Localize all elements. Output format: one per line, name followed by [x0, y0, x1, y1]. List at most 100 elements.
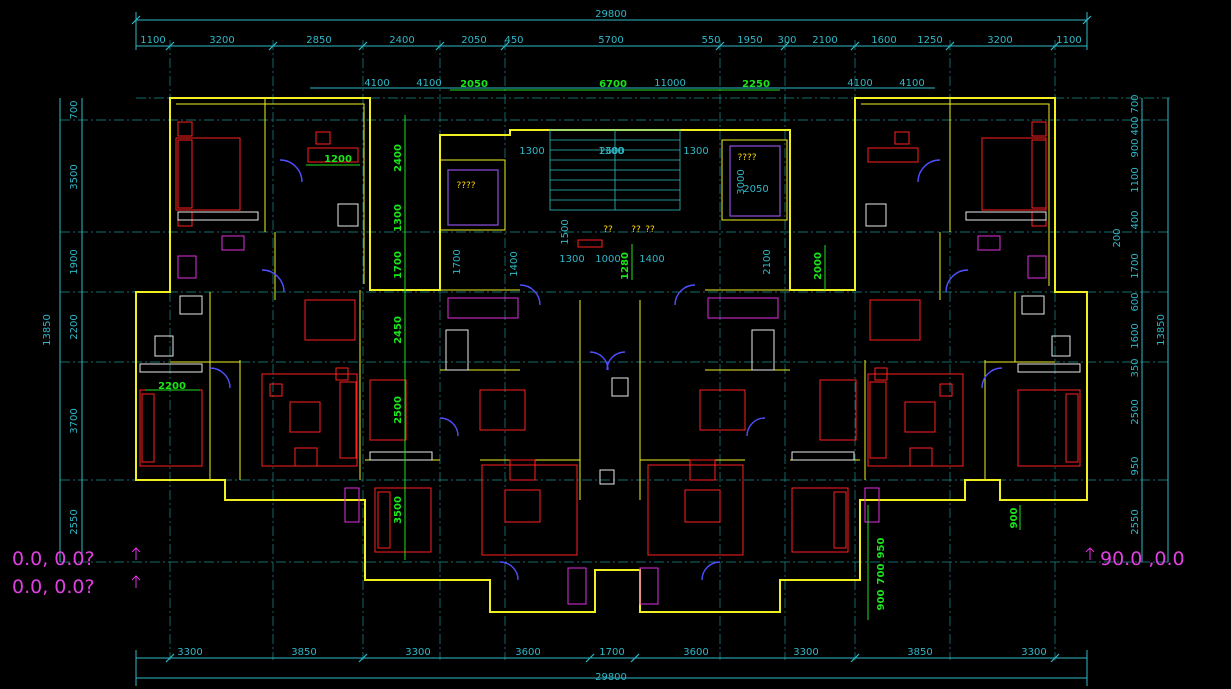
wall-outline: [135, 97, 1088, 613]
dimension-text: 1000: [595, 254, 620, 265]
dimension-text: 950: [1130, 456, 1141, 475]
stair-core: [447, 129, 781, 248]
dimension-text: 1100: [1056, 35, 1081, 46]
dimension-text: 2000: [813, 252, 824, 280]
dimension-text: 900: [1009, 508, 1020, 529]
dimension-text: 3850: [291, 647, 316, 658]
dimension-text: 3300: [177, 647, 202, 658]
dimension-text: 700: [1130, 94, 1141, 113]
room-tag: ??: [631, 225, 641, 235]
dimension-text: 1300: [598, 146, 623, 157]
bottom-dimension-row: 3300 3850 3300 3600 1700 3600 3300 3850 …: [177, 647, 1046, 658]
dimension-text: 1300: [559, 254, 584, 265]
dimension-text: 400: [1130, 116, 1141, 135]
dimension-text: 2600: [599, 146, 624, 157]
dimension-text: 2850: [306, 35, 331, 46]
top-dimension-row-1: 1100 3200 2850 2400 2050 450 5700 550 19…: [140, 35, 1081, 46]
dimension-text: 3500: [393, 496, 404, 524]
dimension-text: 1700: [1130, 253, 1141, 278]
dimension-text: 2550: [69, 509, 80, 534]
dimension-text: 2500: [1130, 399, 1141, 424]
left-dimension-column: 13850 700 3500 1900 2200 3700 2550: [42, 100, 80, 534]
dimension-text: 700: [69, 100, 80, 119]
dimension-text: 2050: [461, 35, 486, 46]
coordinate-marker-icon: [131, 547, 1095, 588]
doors: [209, 159, 1003, 581]
dimension-text: 3500: [69, 164, 80, 189]
dimension-text: 1600: [871, 35, 896, 46]
dimension-text: 3200: [209, 35, 234, 46]
furniture: [139, 121, 1081, 556]
dimension-text: 3600: [683, 647, 708, 658]
dimension-text: 1700: [452, 249, 463, 274]
dimension-text: 2450: [393, 316, 404, 344]
dimension-text: 1950: [737, 35, 762, 46]
dimension-text: 1300: [519, 146, 544, 157]
dimension-text: 2050: [460, 79, 488, 90]
dimension-text: 1300: [683, 146, 708, 157]
dimension-text: 1250: [917, 35, 942, 46]
dimension-text: 2250: [742, 79, 770, 90]
overall-dimension-bottom: 29800: [595, 672, 627, 683]
dimension-lines: [59, 12, 1169, 686]
dimension-text: 3300: [405, 647, 430, 658]
dimension-text: 1300: [393, 204, 404, 232]
dimension-text: 900: [876, 590, 887, 611]
dimension-text: 13850: [42, 314, 53, 346]
dimension-text: 1500: [560, 219, 571, 244]
dimension-text: 1400: [509, 251, 520, 276]
dimension-text: 350: [1130, 358, 1141, 377]
dimension-text: 2400: [393, 144, 404, 172]
dimension-text: 3700: [69, 408, 80, 433]
dimension-text: 3300: [793, 647, 818, 658]
dimension-text: 13850: [1156, 314, 1167, 346]
dimension-text: 450: [504, 35, 523, 46]
dimension-text: 2550: [1130, 509, 1141, 534]
dimension-text: 3600: [515, 647, 540, 658]
dimension-text: 11000: [654, 78, 686, 89]
dimension-text: 1280: [620, 252, 631, 280]
dimension-text: 200: [1112, 228, 1123, 247]
coordinate-readout-1: 0.0, 0.0?: [12, 548, 95, 570]
dimension-text: 1700: [599, 647, 624, 658]
dimension-text: 950: [876, 538, 887, 559]
dimension-text: 2200: [158, 381, 186, 392]
dimension-text: 3000: [736, 169, 747, 194]
dimension-text: 300: [777, 35, 796, 46]
dimension-text: 1400: [639, 254, 664, 265]
dimension-text: 6700: [599, 79, 627, 90]
dimension-text: 550: [701, 35, 720, 46]
dimension-text: 1700: [393, 251, 404, 279]
dimension-text: 1600: [1130, 323, 1141, 348]
dimension-text: 3850: [907, 647, 932, 658]
dimension-text: 3200: [987, 35, 1012, 46]
dimension-text: 4100: [364, 78, 389, 89]
dimension-text: 600: [1130, 292, 1141, 311]
room-tag: ??: [603, 225, 613, 235]
dimension-text: 2100: [812, 35, 837, 46]
dimension-text: 1100: [140, 35, 165, 46]
dimension-text: 700: [876, 564, 887, 585]
dimension-text: 2100: [762, 249, 773, 274]
dimension-text: 2200: [69, 314, 80, 339]
dimension-text: 1100: [1130, 167, 1141, 192]
top-dimension-row-2: 4100 4100 2050 6700 11000 2250 4100 4100: [364, 78, 924, 90]
dimension-text: 1200: [324, 154, 352, 165]
overall-dimension-top: 29800: [595, 9, 627, 20]
coordinate-readout-3: 90.0 ,0.0: [1100, 548, 1185, 570]
dimension-text: 2050: [743, 184, 768, 195]
dimension-text: 4100: [847, 78, 872, 89]
room-tag: ????: [737, 153, 756, 163]
dimension-text: 1900: [69, 249, 80, 274]
dimension-text: 2400: [389, 35, 414, 46]
dimension-text: 2500: [393, 396, 404, 424]
dimension-text: 5700: [598, 35, 623, 46]
room-tags: ???? ???? ?? ?? ??: [456, 153, 756, 235]
room-tag: ????: [456, 181, 475, 191]
inner-green-dimensions: 2400 1300 1700 2450 2500 3500 1280 2000 …: [158, 144, 1020, 610]
right-dimension-column: 13850 700 400 900 1100 400 200 1700 600 …: [1112, 94, 1167, 534]
dimension-text: 3300: [1021, 647, 1046, 658]
dimension-text: 900: [1130, 138, 1141, 157]
green-dimension-lines: [145, 89, 1021, 620]
